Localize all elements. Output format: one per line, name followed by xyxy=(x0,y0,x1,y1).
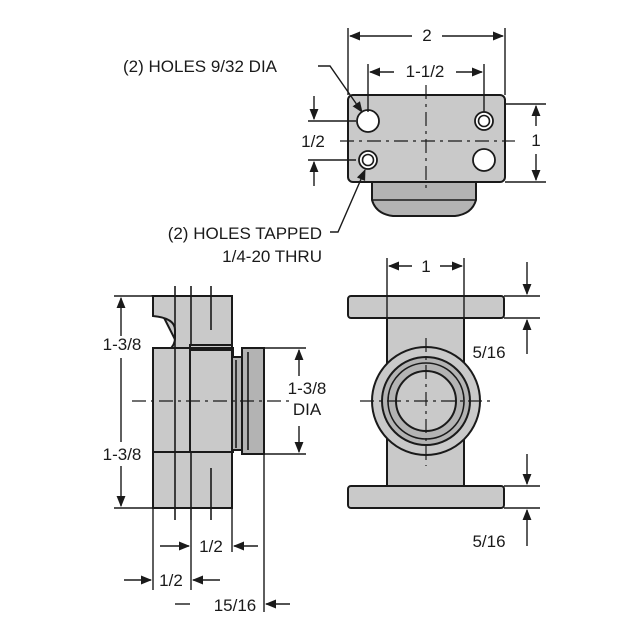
dim-hole-offset: 1/2 xyxy=(301,132,325,151)
dim-top-flange: 5/16 xyxy=(472,343,505,362)
clearance-hole-icon xyxy=(472,148,496,172)
side-view xyxy=(114,286,306,612)
top-view-boss xyxy=(371,181,477,217)
dim-diameter-suffix: DIA xyxy=(293,400,322,419)
dim-boss-width: 1 xyxy=(421,257,430,276)
dim-diameter: 1-3/8 xyxy=(288,379,327,398)
dim-boss-offset: 1/2 xyxy=(199,537,223,556)
front-view xyxy=(347,258,540,546)
note-tapped-thread: 1/4-20 THRU xyxy=(222,247,322,266)
dim-bottom-flange: 5/16 xyxy=(472,532,505,551)
note-tapped-holes: (2) HOLES TAPPED xyxy=(168,224,322,243)
dim-upper-height: 1-3/8 xyxy=(103,335,142,354)
dim-height: 1 xyxy=(531,131,540,150)
dim-overall-depth: 15/16 xyxy=(214,596,257,615)
front-view-bottom-flange xyxy=(347,485,505,509)
side-view-boss xyxy=(231,356,243,451)
top-view xyxy=(308,28,546,233)
dim-overall-width: 2 xyxy=(422,26,431,45)
note-clearance-holes: (2) HOLES 9/32 DIA xyxy=(123,57,278,76)
tapped-hole-icon xyxy=(474,111,494,131)
front-view-top-flange xyxy=(347,295,505,319)
dim-hole-spacing: 1-1/2 xyxy=(406,62,445,81)
dim-lower-height: 1-3/8 xyxy=(103,445,142,464)
clearance-hole-icon xyxy=(356,109,380,133)
tapped-hole-icon xyxy=(358,150,378,170)
dim-flange-offset: 1/2 xyxy=(159,571,183,590)
